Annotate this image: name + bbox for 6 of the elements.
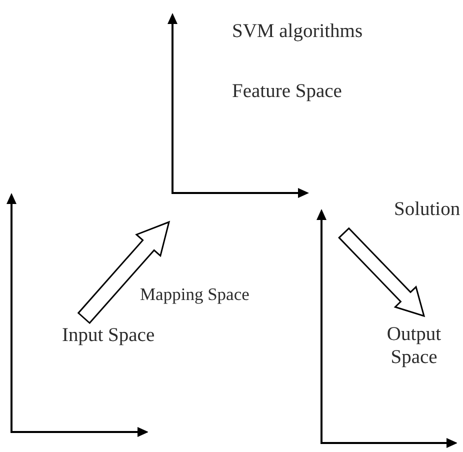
space-label: Input Space: [62, 324, 158, 347]
space-label: Output Space: [382, 323, 446, 369]
algorithm-label: SVM algorithms: [232, 20, 363, 43]
block-arrow: [338, 227, 426, 318]
space-label: Feature Space: [232, 80, 342, 103]
block-arrow: [77, 220, 170, 324]
